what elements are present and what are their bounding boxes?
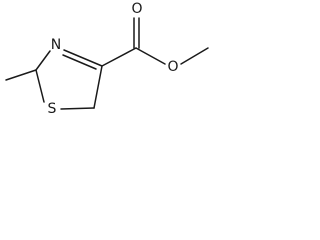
bond-carbonyl-ester-o — [135, 47, 166, 65]
bond-n3-c4-double — [62, 54, 97, 70]
atom-label-ester-oxygen: O — [167, 59, 178, 75]
atom-label-nitrogen: N — [51, 37, 61, 53]
bond-c5-s1 — [60, 107, 95, 110]
bond-methyl-c2 — [5, 69, 37, 81]
bond-c4-carbonyl — [101, 47, 137, 67]
bond-c4-c5 — [93, 65, 103, 109]
atom-label-carbonyl-oxygen: O — [131, 1, 142, 17]
chemical-structure: N S O O — [5, 1, 209, 117]
bond-c2-n3 — [35, 50, 51, 71]
atom-label-sulfur: S — [48, 101, 57, 117]
bond-s1-c2 — [35, 69, 45, 103]
bond-ester-o-methyl — [180, 47, 209, 65]
bond-n3-c4 — [63, 49, 103, 67]
